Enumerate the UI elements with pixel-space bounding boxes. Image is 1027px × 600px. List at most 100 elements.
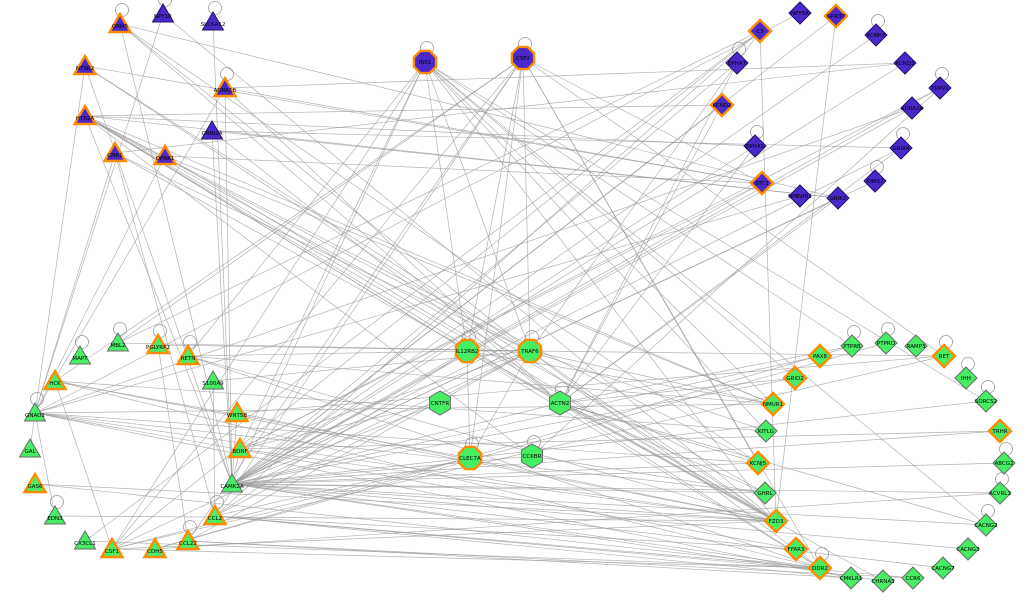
node-IL12RB2[interactable] (454, 338, 480, 364)
edge-ADRA1B-KCNQ3 (224, 62, 906, 89)
node-TRPV1[interactable] (928, 76, 952, 100)
node-ADRA2A[interactable] (900, 96, 924, 120)
node-CACNG2[interactable] (974, 513, 998, 537)
node-RET[interactable] (931, 343, 957, 369)
node-NMUR1[interactable] (760, 391, 786, 417)
node-RIMS2[interactable] (863, 169, 887, 193)
node-EPHA5[interactable] (743, 134, 767, 158)
edge-C3-TRAF6 (529, 30, 761, 352)
node-CX3CL1[interactable] (73, 530, 97, 550)
edge-IL12RB2-CLEC7A (466, 350, 471, 459)
node-CLEC7A[interactable] (457, 445, 483, 471)
edge-CAMK2A-CACNG2 (231, 483, 987, 526)
edge-GRIA4-ACTN2 (559, 147, 902, 404)
node-KCNQ3[interactable] (893, 51, 917, 75)
self-loop-MAPT (75, 335, 89, 349)
node-KCND2[interactable] (709, 92, 735, 118)
node-CAMK2A[interactable] (220, 473, 244, 493)
node-TRAF6[interactable] (517, 338, 543, 364)
node-GRM5[interactable] (107, 11, 133, 34)
node-GRIN2A[interactable] (200, 120, 224, 140)
node-PTPRB[interactable] (840, 334, 864, 358)
node-EPHA7[interactable] (725, 51, 749, 75)
node-PAX8[interactable] (807, 343, 833, 369)
edge-WNT5B-RET (236, 355, 945, 414)
edge-ACTN2-GHRL (559, 402, 766, 494)
node-GRIK2[interactable] (826, 186, 850, 210)
node-CACNG3[interactable] (956, 537, 980, 561)
node-STC1[interactable] (749, 170, 775, 196)
node-CCKBR[interactable] (521, 443, 543, 469)
node-FZD3[interactable] (763, 508, 789, 534)
node-DDR2[interactable] (807, 555, 833, 581)
node-GHRL[interactable] (753, 481, 777, 505)
node-FFAR3[interactable] (783, 536, 809, 562)
edge-CLEC7A-CCL2 (214, 457, 471, 517)
node-GRIA4[interactable] (889, 136, 913, 160)
node-HCK[interactable] (42, 368, 68, 391)
edge-ADRA1B-GNAO1 (34, 87, 226, 414)
edge-CAMK2A-CACNG3 (231, 483, 969, 550)
node-CDH5[interactable] (142, 536, 168, 559)
node-ACTN2[interactable] (549, 390, 571, 416)
edge-CSF2-MBL2 (117, 57, 524, 344)
edge-CNTFR-BDNF (239, 402, 441, 450)
node-ABCG2[interactable] (992, 451, 1016, 475)
node-OPRK1[interactable] (152, 143, 178, 166)
node-CACNG7[interactable] (931, 556, 955, 580)
node-CCL2[interactable] (202, 503, 228, 526)
node-RAMP3[interactable] (904, 334, 928, 358)
node-EDN3[interactable] (43, 505, 67, 525)
node-KITLG[interactable] (754, 419, 778, 443)
node-KCNH7[interactable] (864, 23, 888, 47)
edge-IRS1-CAMK2A (231, 61, 426, 485)
edge-TRPV1-CAMK2A (231, 87, 941, 485)
node-GRID2[interactable] (782, 365, 808, 391)
node-GAS6[interactable] (22, 471, 48, 494)
node-GPR37[interactable] (823, 3, 849, 29)
node-WNT5B[interactable] (224, 400, 250, 423)
edge-ADRA1B-STC1 (224, 87, 763, 184)
node-CCL22[interactable] (175, 528, 201, 551)
node-MBL2[interactable] (106, 332, 130, 352)
node-CSF2[interactable] (510, 45, 536, 71)
node-HTR2A[interactable] (72, 103, 98, 126)
edge-GRIN2A-CAMK2A (211, 130, 233, 485)
edge-PGLYRP2-CCL22 (157, 344, 189, 542)
node-ADRA1B[interactable] (212, 75, 238, 98)
node-KCNJ5[interactable] (745, 450, 771, 476)
node-CNR1[interactable] (102, 140, 128, 163)
node-PTPRO[interactable] (874, 331, 898, 355)
node-BDNF[interactable] (227, 436, 253, 459)
node-ACVRL1[interactable] (988, 481, 1012, 505)
node-CMKLR1[interactable] (839, 566, 863, 590)
node-PGLYRP2[interactable] (145, 332, 171, 355)
node-NPY5R[interactable] (788, 1, 812, 25)
node-S100A9[interactable] (201, 370, 225, 390)
node-NPY1R[interactable] (151, 3, 175, 23)
node-CCR6[interactable] (901, 566, 925, 590)
node-CSF1[interactable] (99, 536, 125, 559)
node-MAPT[interactable] (68, 345, 92, 365)
node-GNAO1[interactable] (23, 402, 47, 422)
node-TRHR[interactable] (987, 418, 1013, 444)
node-SORCS2[interactable] (974, 389, 998, 413)
node-IRS1[interactable] (412, 49, 438, 75)
edge-SLC6A12-CAMK2A (212, 21, 233, 485)
edge-EPHA7-CAMK2A (231, 62, 738, 485)
node-IHH[interactable] (954, 366, 978, 390)
node-CHRNA3[interactable] (871, 569, 895, 593)
node-CNTFR[interactable] (429, 390, 451, 416)
node-NPBWR1[interactable] (788, 184, 812, 208)
node-NTSR2[interactable] (72, 53, 98, 76)
edge-EDN3-GNAO1 (34, 412, 56, 517)
edge-CCL22-CCR6 (187, 540, 914, 579)
node-GAL[interactable] (18, 438, 42, 458)
node-C3[interactable] (747, 18, 773, 44)
edge-HTR2A-DDR2 (84, 115, 821, 569)
edge-NTSR2-TRAF6 (84, 65, 531, 352)
node-SLC6A12[interactable] (201, 11, 225, 31)
node-RETN[interactable] (175, 343, 201, 366)
edge-IRS1-RETN (187, 61, 426, 357)
edge-ADRA2A-CAMK2A (231, 107, 913, 485)
